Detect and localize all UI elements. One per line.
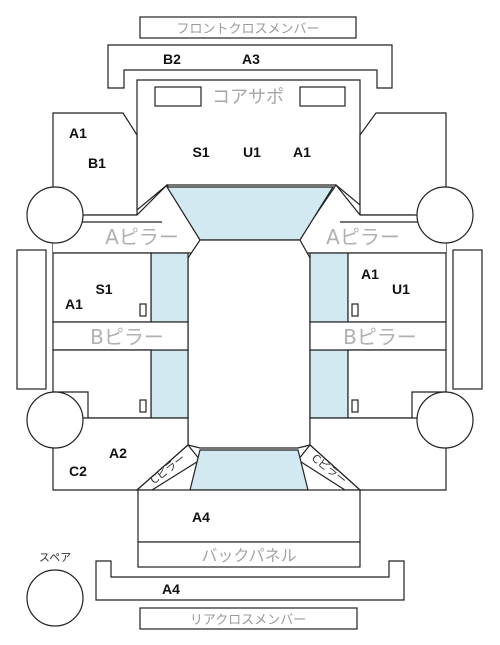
radiator-support-label: コアサポ [212,87,284,107]
back-panel-label: バックパネル [201,547,296,565]
a-pillar-label-right: Aピラー [326,225,400,249]
rear-member-code-a4: A4 [162,581,180,597]
rear-right-wheel [416,391,474,449]
rear-cross-member-box [139,607,358,630]
front-left-wheel [26,186,84,244]
trunk-code-a4: A4 [192,509,210,525]
right-front-window [309,252,349,323]
spare-label: スペア [39,551,71,564]
front-right-wheel [416,186,474,244]
right-front-door-handle [351,303,359,317]
a-pillar-label-left: Aピラー [105,225,179,249]
right-rear-window [309,349,349,419]
left-front-window [150,252,189,323]
left-rear-fender-code-a2: A2 [109,445,127,461]
front-cross-member-label: フロントクロスメンバー [176,22,319,37]
right-front-door-code-a1: A1 [361,266,379,282]
front-cross-member-box [139,16,357,39]
radiator-support-left-box [154,86,202,107]
roof-panel [187,239,311,449]
rear-cross-member-label: リアクロスメンバー [190,613,306,628]
front-cross-member [107,44,393,89]
left-front-door-code-s1: S1 [95,281,112,297]
rear-window [189,449,309,491]
back-panel [137,541,361,568]
b-pillar-label-right: Bピラー [343,325,417,349]
right-front-door [347,252,447,323]
left-fender-code-b1: B1 [88,155,106,171]
trunk-lid [137,489,361,543]
left-rear-window [150,349,189,419]
left-rear-fender-code-c2: C2 [69,463,87,479]
front-member-code-b2: B2 [163,51,181,67]
left-front-door-code-a1: A1 [65,296,83,312]
front-member-code-a3: A3 [242,51,260,67]
rear-cross-member [95,560,405,601]
radiator-support-right-box [299,86,346,107]
left-front-door-handle [139,303,147,317]
b-pillar-label-left: Bピラー [90,325,164,349]
right-rear-door-handle [351,399,359,413]
left-side-sill [16,249,47,390]
b-pillar-right [309,321,447,351]
left-fender-code-a1: A1 [69,125,87,141]
hood-code-s1: S1 [192,144,209,160]
hood-code-a1: A1 [293,144,311,160]
spare-tire [26,569,84,627]
right-side-sill [452,249,483,390]
rear-left-wheel [26,391,84,449]
b-pillar-left [52,321,189,351]
right-front-door-code-u1: U1 [392,281,410,297]
hood-code-u1: U1 [243,144,261,160]
left-rear-door-handle [139,399,147,413]
